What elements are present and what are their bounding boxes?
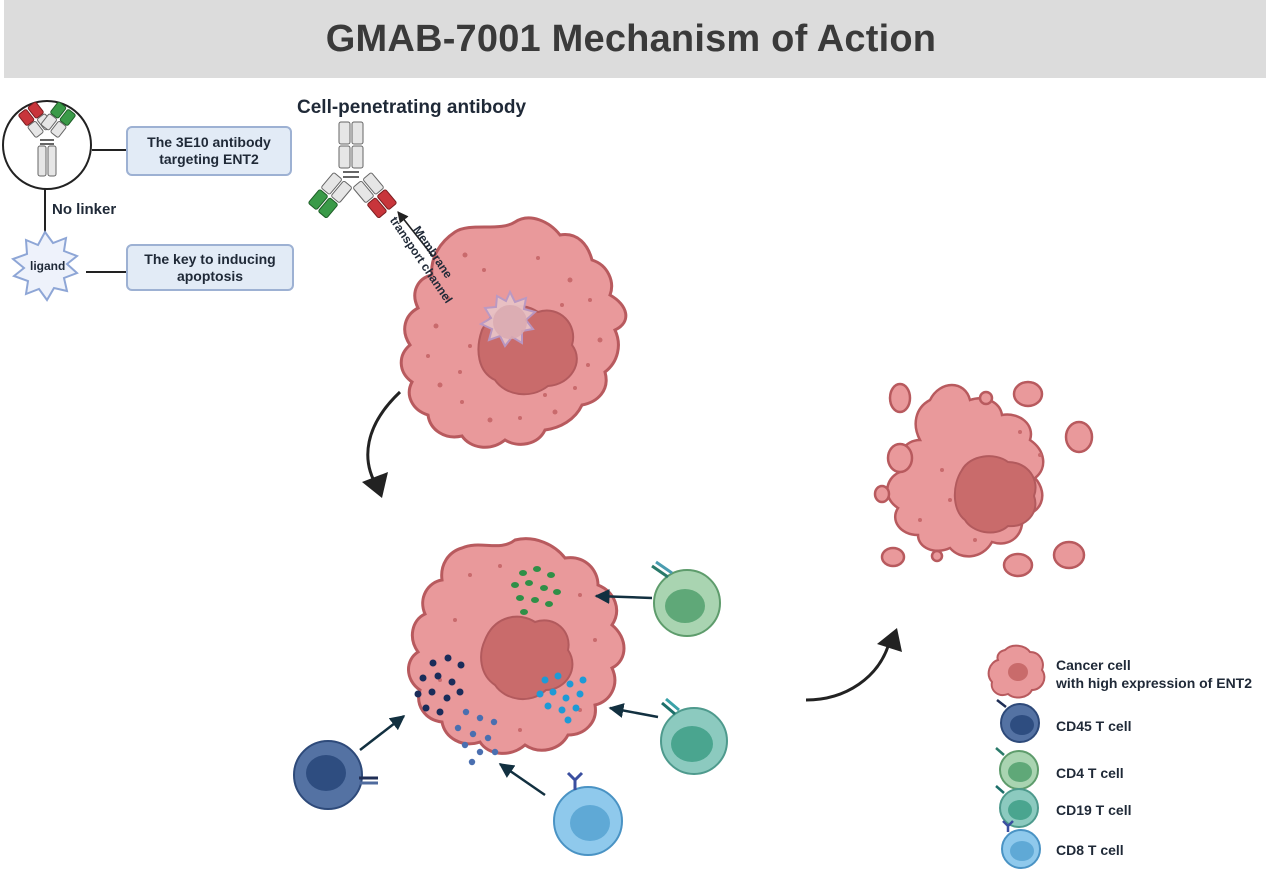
- legend-cancer-icon: [987, 644, 1046, 699]
- apoptosis-key-box: The key to inducing apoptosis: [126, 244, 294, 291]
- antibody-circle-icon: [2, 100, 92, 190]
- antibody-targeting-box: The 3E10 antibody targeting ENT2: [126, 126, 292, 176]
- cd8-t-cell: [553, 771, 623, 856]
- apoptotic-nucleus: [953, 455, 1037, 534]
- legend-cd4-label: CD4 T cell: [1056, 765, 1124, 781]
- cell-penetrating-label: Cell-penetrating antibody: [297, 97, 527, 118]
- cd19-arrow: [608, 703, 659, 719]
- legend-cd45-icon: [996, 699, 1040, 743]
- legend-cd19-icon: [995, 785, 1039, 828]
- antibody-box-line1: The 3E10 antibody: [147, 134, 271, 150]
- apoptotic-granules: [918, 430, 1042, 542]
- curved-arrow-up-head: [877, 628, 902, 652]
- cd4-arrow: [594, 588, 653, 604]
- ligand-box-line1: The key to inducing: [144, 250, 276, 267]
- curved-arrow-down-head: [362, 472, 388, 498]
- ligand-label: ligand: [30, 259, 66, 273]
- legend-cd8-label: CD8 T cell: [1056, 842, 1124, 858]
- title-bar: [4, 0, 1266, 78]
- legend-cd8-icon: [1001, 820, 1041, 869]
- legend-cancer-label: Cancer cell with high expression of ENT2: [1056, 656, 1252, 692]
- ligand-box-line2: apoptosis: [176, 267, 244, 284]
- cancer-cell-bottom: [407, 537, 626, 766]
- legend-cancer-line1: Cancer cell: [1056, 657, 1131, 673]
- ligand-star-icon: [10, 230, 79, 302]
- legend-cd45-label: CD45 T cell: [1056, 718, 1132, 734]
- antibody-box-line2: targeting ENT2: [159, 151, 259, 167]
- cd45-arrow: [359, 715, 406, 751]
- cancer-cell-top: [399, 216, 628, 449]
- cd45-t-cell: [293, 740, 378, 810]
- cell-penetrating-antibody-icon: [308, 121, 397, 219]
- cd4-t-cell: [651, 560, 721, 637]
- curved-arrow-up: [805, 639, 892, 702]
- page-title: GMAB-7001 Mechanism of Action: [325, 18, 937, 60]
- no-linker-label: No linker: [52, 201, 117, 218]
- cd8-arrow: [498, 762, 546, 797]
- legend-cancer-line2: with high expression of ENT2: [1056, 675, 1253, 691]
- cd19-t-cell: [660, 697, 728, 775]
- legend-cd19-label: CD19 T cell: [1056, 802, 1132, 818]
- legend-cd4-icon: [995, 747, 1039, 790]
